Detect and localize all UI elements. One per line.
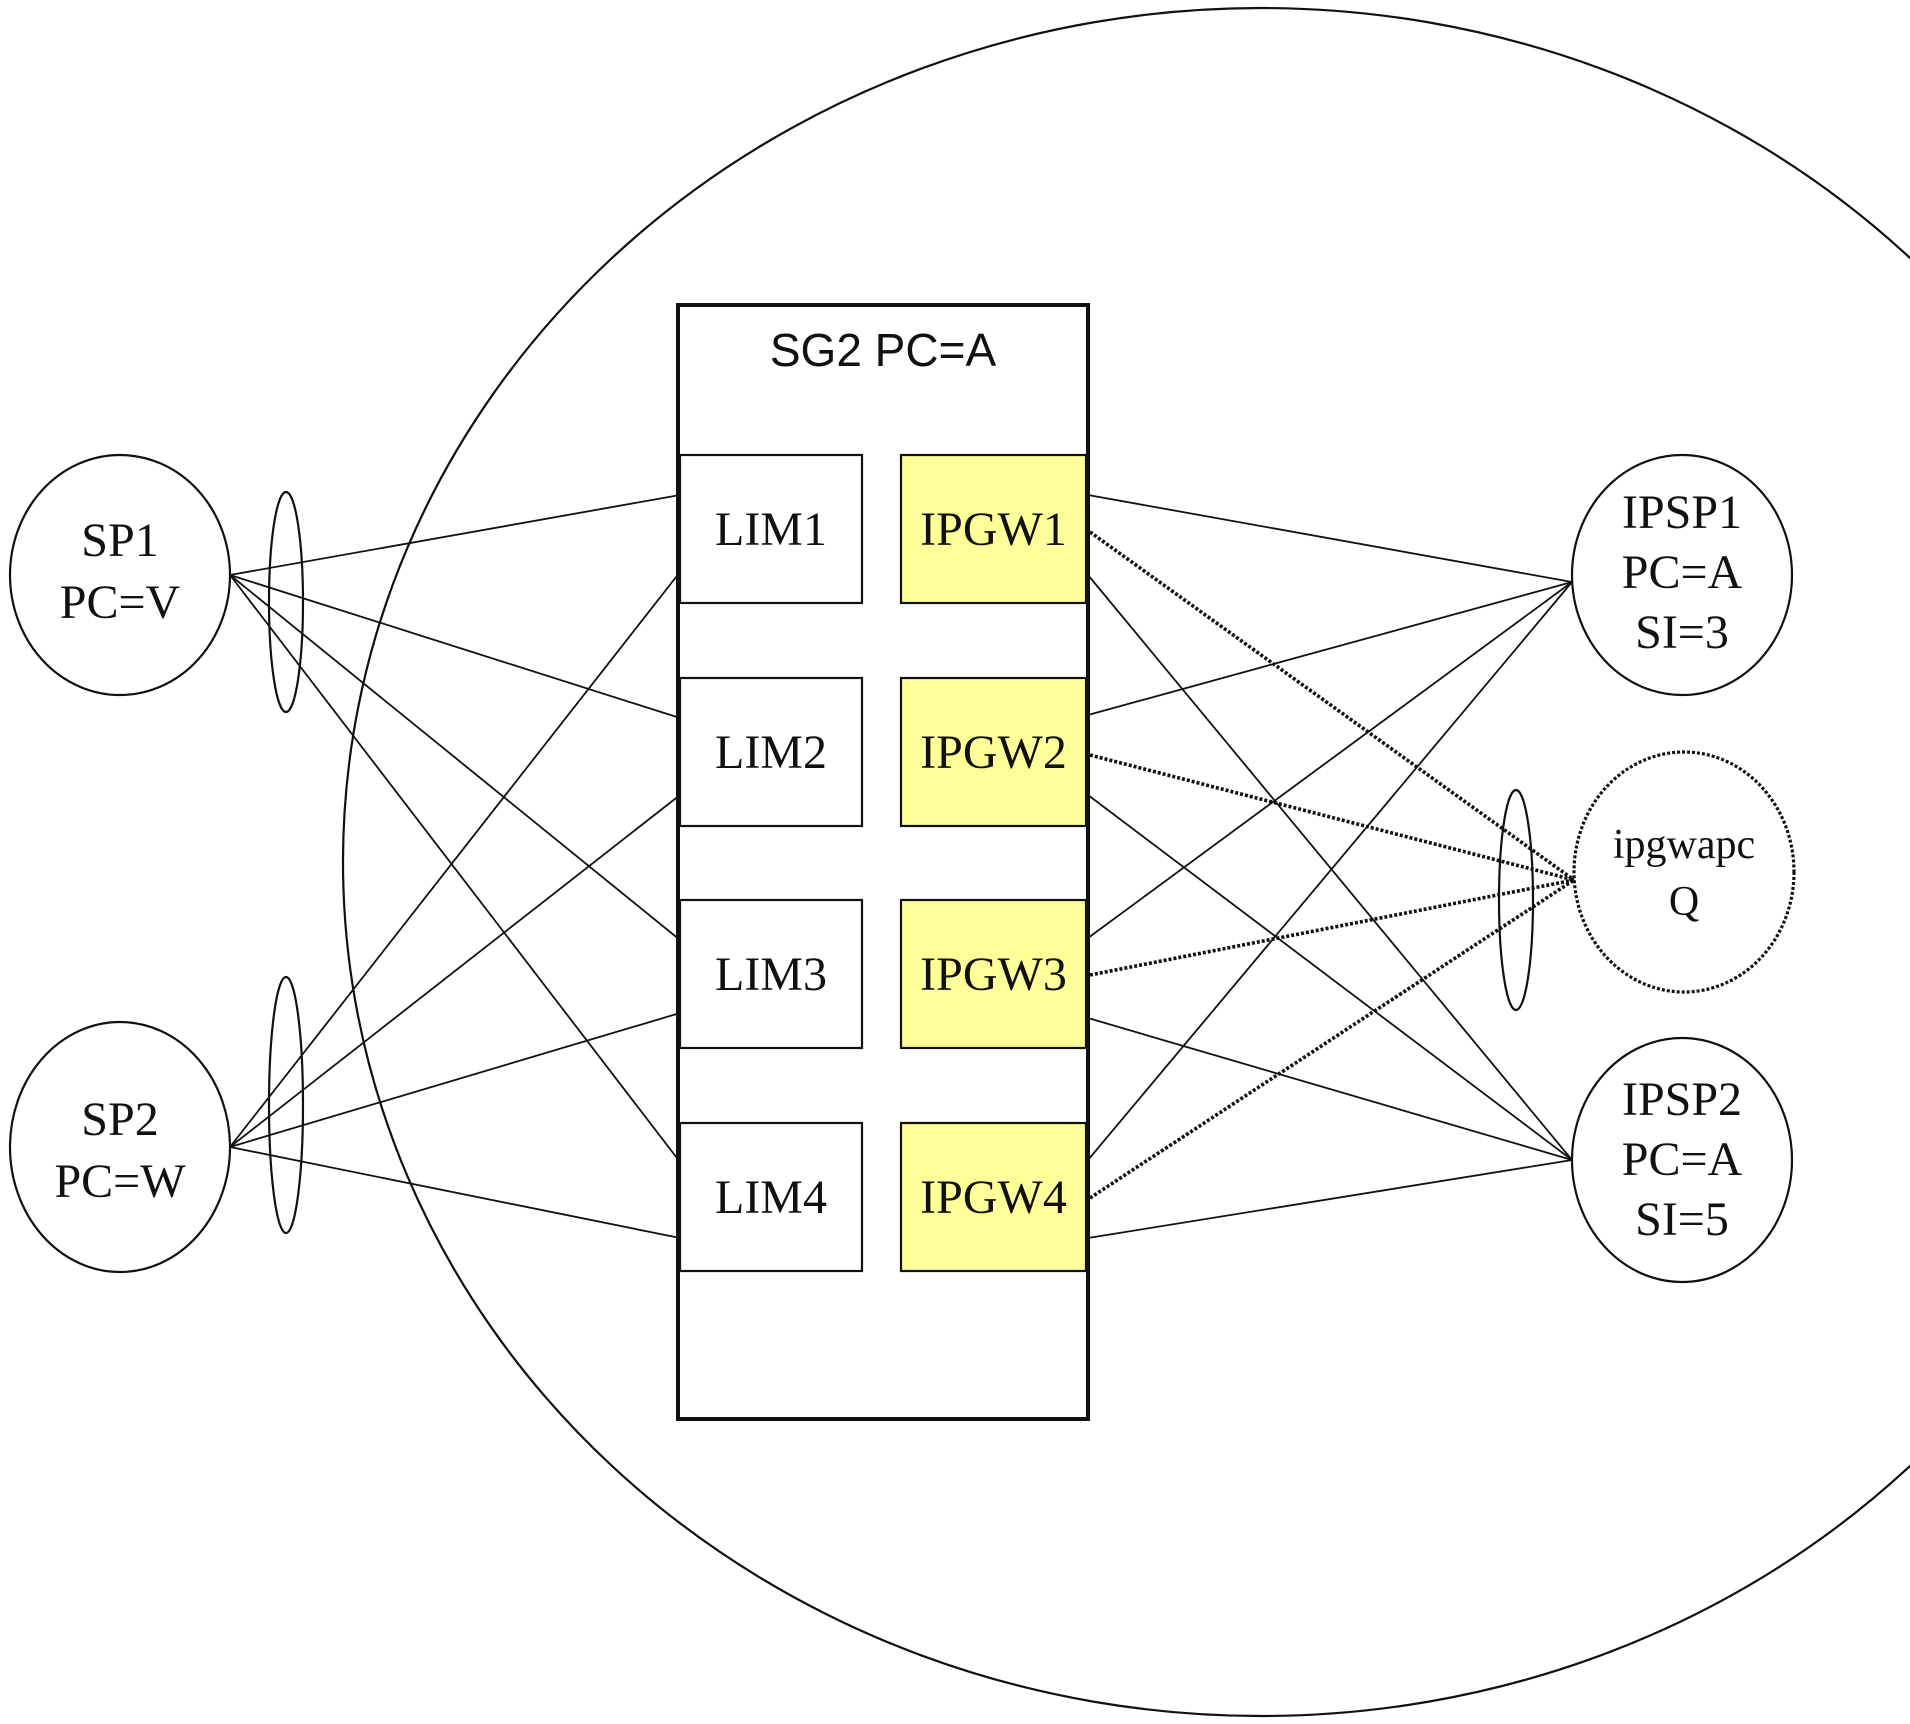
ipsp1-si: SI=3: [1635, 606, 1729, 659]
ipgw3-ipgwapc-link: [1089, 878, 1575, 977]
ipgw2-ipgwapc-link: [1089, 753, 1575, 882]
sp1-node: SP1 PC=V: [8, 453, 232, 697]
ipgw3-box: IPGW3: [899, 898, 1088, 1050]
sp2-node: SP2 PC=W: [8, 1020, 232, 1274]
ipgw1-label: IPGW1: [920, 503, 1067, 556]
sp2-pc: PC=W: [54, 1155, 186, 1208]
ipgw1-ipgwapc-link: [1088, 530, 1576, 882]
ipsp2-node: IPSP2 PC=A SI=5: [1570, 1036, 1794, 1284]
sg2-title: SG2 PC=A: [770, 324, 997, 376]
ipgw3-label: IPGW3: [920, 948, 1067, 1001]
lim4-label: LIM4: [715, 1171, 827, 1224]
ipsp1-name: IPSP1: [1622, 486, 1742, 539]
sp1-lim4-link: [229, 574, 681, 1163]
ipgw2-ipsp1-link: [1087, 581, 1573, 716]
ipgw4-ipgwapc-link: [1089, 878, 1575, 1200]
ipgw2-box: IPGW2: [899, 676, 1088, 828]
ipgw3-ipsp1-link: [1087, 581, 1573, 939]
lim3-box: LIM3: [678, 898, 864, 1050]
lim4-box: LIM4: [678, 1121, 864, 1273]
ipgwapc-node: ipgwapc Q: [1572, 750, 1796, 994]
ipgw4-box: IPGW4: [899, 1121, 1088, 1273]
sp1-lim1-link: [229, 494, 681, 576]
ipsp2-pc: PC=A: [1622, 1133, 1743, 1186]
sp2-lim4-link: [229, 1146, 681, 1239]
lim1-box: LIM1: [678, 453, 864, 605]
ipgw4-ipsp2-link: [1087, 1159, 1573, 1239]
sp2-lim1-link: [229, 571, 681, 1148]
sp1-lim2-link: [229, 574, 681, 719]
lim1-label: LIM1: [715, 503, 827, 556]
sp2-linkset-ellipse: [267, 975, 305, 1235]
sp2-lim3-link: [229, 1012, 681, 1148]
ipsp1-pc: PC=A: [1622, 546, 1743, 599]
network-boundary-ellipse: [342, 7, 1910, 1717]
ipgw3-ipsp2-link: [1087, 1017, 1573, 1161]
lim2-label: LIM2: [715, 726, 827, 779]
sp2-lim2-link: [229, 794, 681, 1148]
ipgw1-ipsp1-link: [1087, 494, 1573, 583]
sp1-name: SP1: [81, 514, 158, 567]
connection-lines: [229, 494, 1576, 1239]
lim2-box: LIM2: [678, 676, 864, 828]
ipgwapc-linkset-ellipse: [1497, 788, 1535, 1012]
sp1-lim3-link: [229, 574, 681, 941]
ipgw1-box: IPGW1: [899, 453, 1088, 605]
ipgw2-ipsp2-link: [1087, 794, 1573, 1161]
ipsp2-name: IPSP2: [1622, 1073, 1742, 1126]
sp2-name: SP2: [81, 1093, 158, 1146]
lim3-label: LIM3: [715, 948, 827, 1001]
sp1-pc: PC=V: [60, 576, 181, 629]
ipgw4-ipsp1-link: [1087, 581, 1573, 1161]
ipgwapc-name: ipgwapc: [1613, 822, 1755, 868]
ipgw2-label: IPGW2: [920, 726, 1067, 779]
ipsp1-node: IPSP1 PC=A SI=3: [1570, 453, 1794, 697]
ipgw1-ipsp2-link: [1087, 574, 1573, 1161]
ipgwapc-pc: Q: [1669, 879, 1699, 925]
sp1-linkset-ellipse: [267, 490, 305, 714]
ipsp2-si: SI=5: [1635, 1193, 1729, 1246]
ipgw4-label: IPGW4: [920, 1171, 1067, 1224]
